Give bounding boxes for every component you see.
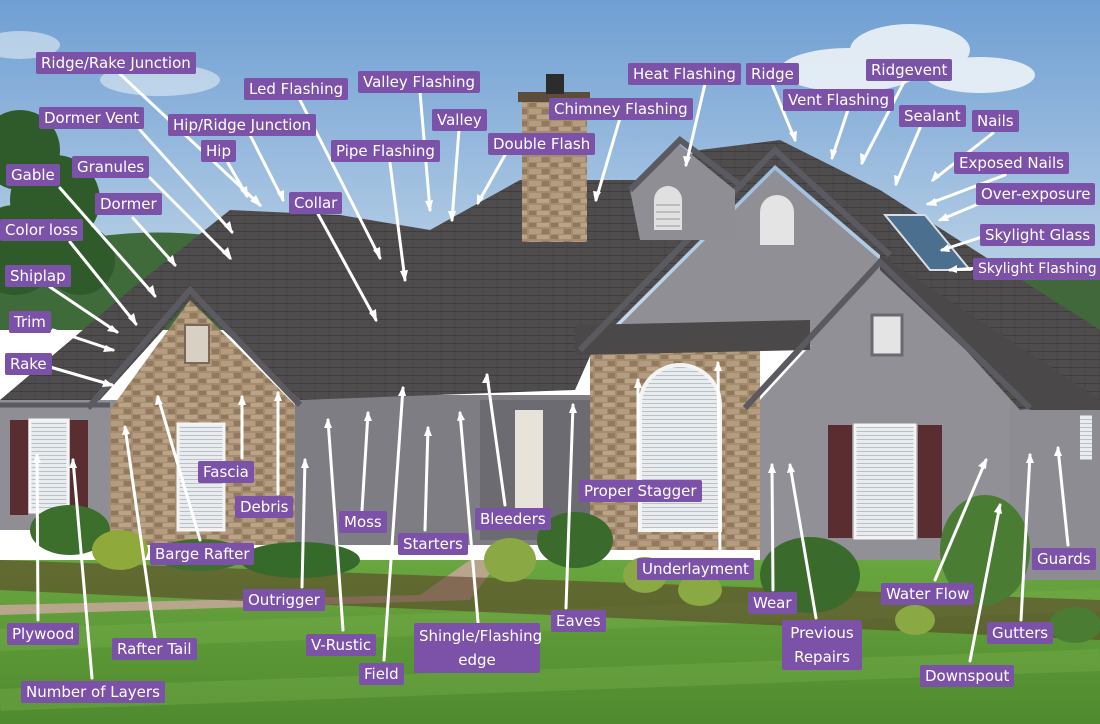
porch-roof bbox=[575, 320, 810, 355]
window-arch bbox=[638, 363, 722, 532]
label-ridge: Ridge bbox=[746, 63, 799, 85]
label-underlayment: Underlayment bbox=[637, 558, 754, 580]
label-led-flashing: Led Flashing bbox=[244, 78, 349, 100]
label-pipe-flashing: Pipe Flashing bbox=[331, 140, 440, 162]
label-skylight-glass: Skylight Glass bbox=[980, 224, 1096, 246]
label-starters: Starters bbox=[398, 533, 468, 555]
label-plywood: Plywood bbox=[7, 623, 80, 645]
label-gable: Gable bbox=[6, 164, 60, 186]
label-shingle-flashing-edge-line2: edge bbox=[458, 651, 496, 669]
label-dormer: Dormer bbox=[95, 193, 162, 215]
label-valley: Valley bbox=[432, 109, 487, 131]
label-bleeders: Bleeders bbox=[475, 508, 551, 530]
label-debris: Debris bbox=[235, 496, 294, 518]
label-rake: Rake bbox=[5, 353, 52, 375]
label-downspout: Downspout bbox=[920, 665, 1015, 687]
label-collar: Collar bbox=[289, 192, 343, 214]
arrow-heads bbox=[33, 131, 1062, 514]
label-valley-flashing: Valley Flashing bbox=[358, 71, 481, 93]
label-vent-flashing: Vent Flashing bbox=[783, 89, 894, 111]
main-roof bbox=[0, 140, 1100, 410]
label-proper-stagger: Proper Stagger bbox=[579, 480, 702, 502]
label-v-rustic: V-Rustic bbox=[306, 634, 377, 656]
window-right bbox=[853, 423, 917, 540]
label-field: Field bbox=[359, 663, 404, 685]
label-ridge-rake-junction: Ridge/Rake Junction bbox=[36, 52, 196, 74]
label-number-of-layers: Number of Layers bbox=[21, 681, 165, 703]
label-hip-ridge-junction: Hip/Ridge Junction bbox=[168, 114, 317, 136]
label-rafter-tail: Rafter Tail bbox=[112, 638, 197, 660]
label-eaves: Eaves bbox=[551, 610, 606, 632]
label-chimney-flashing: Chimney Flashing bbox=[549, 98, 693, 120]
label-granules: Granules bbox=[72, 156, 150, 178]
label-hip: Hip bbox=[201, 140, 236, 162]
label-previous-repairs: Previous Repairs bbox=[782, 620, 862, 670]
label-fascia: Fascia bbox=[198, 461, 254, 483]
label-ridgevent: Ridgevent bbox=[866, 59, 953, 81]
label-guards: Guards bbox=[1032, 548, 1096, 570]
label-color-loss: Color loss bbox=[0, 219, 83, 241]
label-outrigger: Outrigger bbox=[243, 589, 325, 611]
label-moss: Moss bbox=[339, 511, 387, 533]
label-shingle-flashing-edge: Shingle/Flashing edge bbox=[414, 623, 543, 673]
right-lower-roof bbox=[880, 255, 1100, 410]
label-previous-repairs-line2: Repairs bbox=[794, 648, 850, 666]
label-nails: Nails bbox=[972, 110, 1019, 132]
label-exposed-nails: Exposed Nails bbox=[954, 152, 1069, 174]
label-dormer-vent: Dormer Vent bbox=[39, 107, 145, 129]
label-skylight-flashing: Skylight Flashing bbox=[973, 258, 1100, 280]
label-heat-flashing: Heat Flashing bbox=[628, 63, 741, 85]
label-shiplap: Shiplap bbox=[5, 265, 71, 287]
label-barge-rafter: Barge Rafter bbox=[150, 543, 255, 565]
label-shingle-flashing-edge-line1: Shingle/Flashing bbox=[419, 627, 543, 645]
label-over-exposure: Over-exposure bbox=[976, 183, 1096, 205]
label-previous-repairs-line1: Previous bbox=[790, 624, 854, 642]
label-wear: Wear bbox=[748, 592, 797, 614]
label-gutters: Gutters bbox=[987, 622, 1054, 644]
right-gable-wall bbox=[600, 170, 880, 345]
label-water-flow: Water Flow bbox=[881, 583, 975, 605]
label-sealant: Sealant bbox=[899, 105, 966, 127]
chimney bbox=[522, 100, 587, 242]
label-double-flash: Double Flash bbox=[488, 133, 596, 155]
label-trim: Trim bbox=[9, 311, 51, 333]
